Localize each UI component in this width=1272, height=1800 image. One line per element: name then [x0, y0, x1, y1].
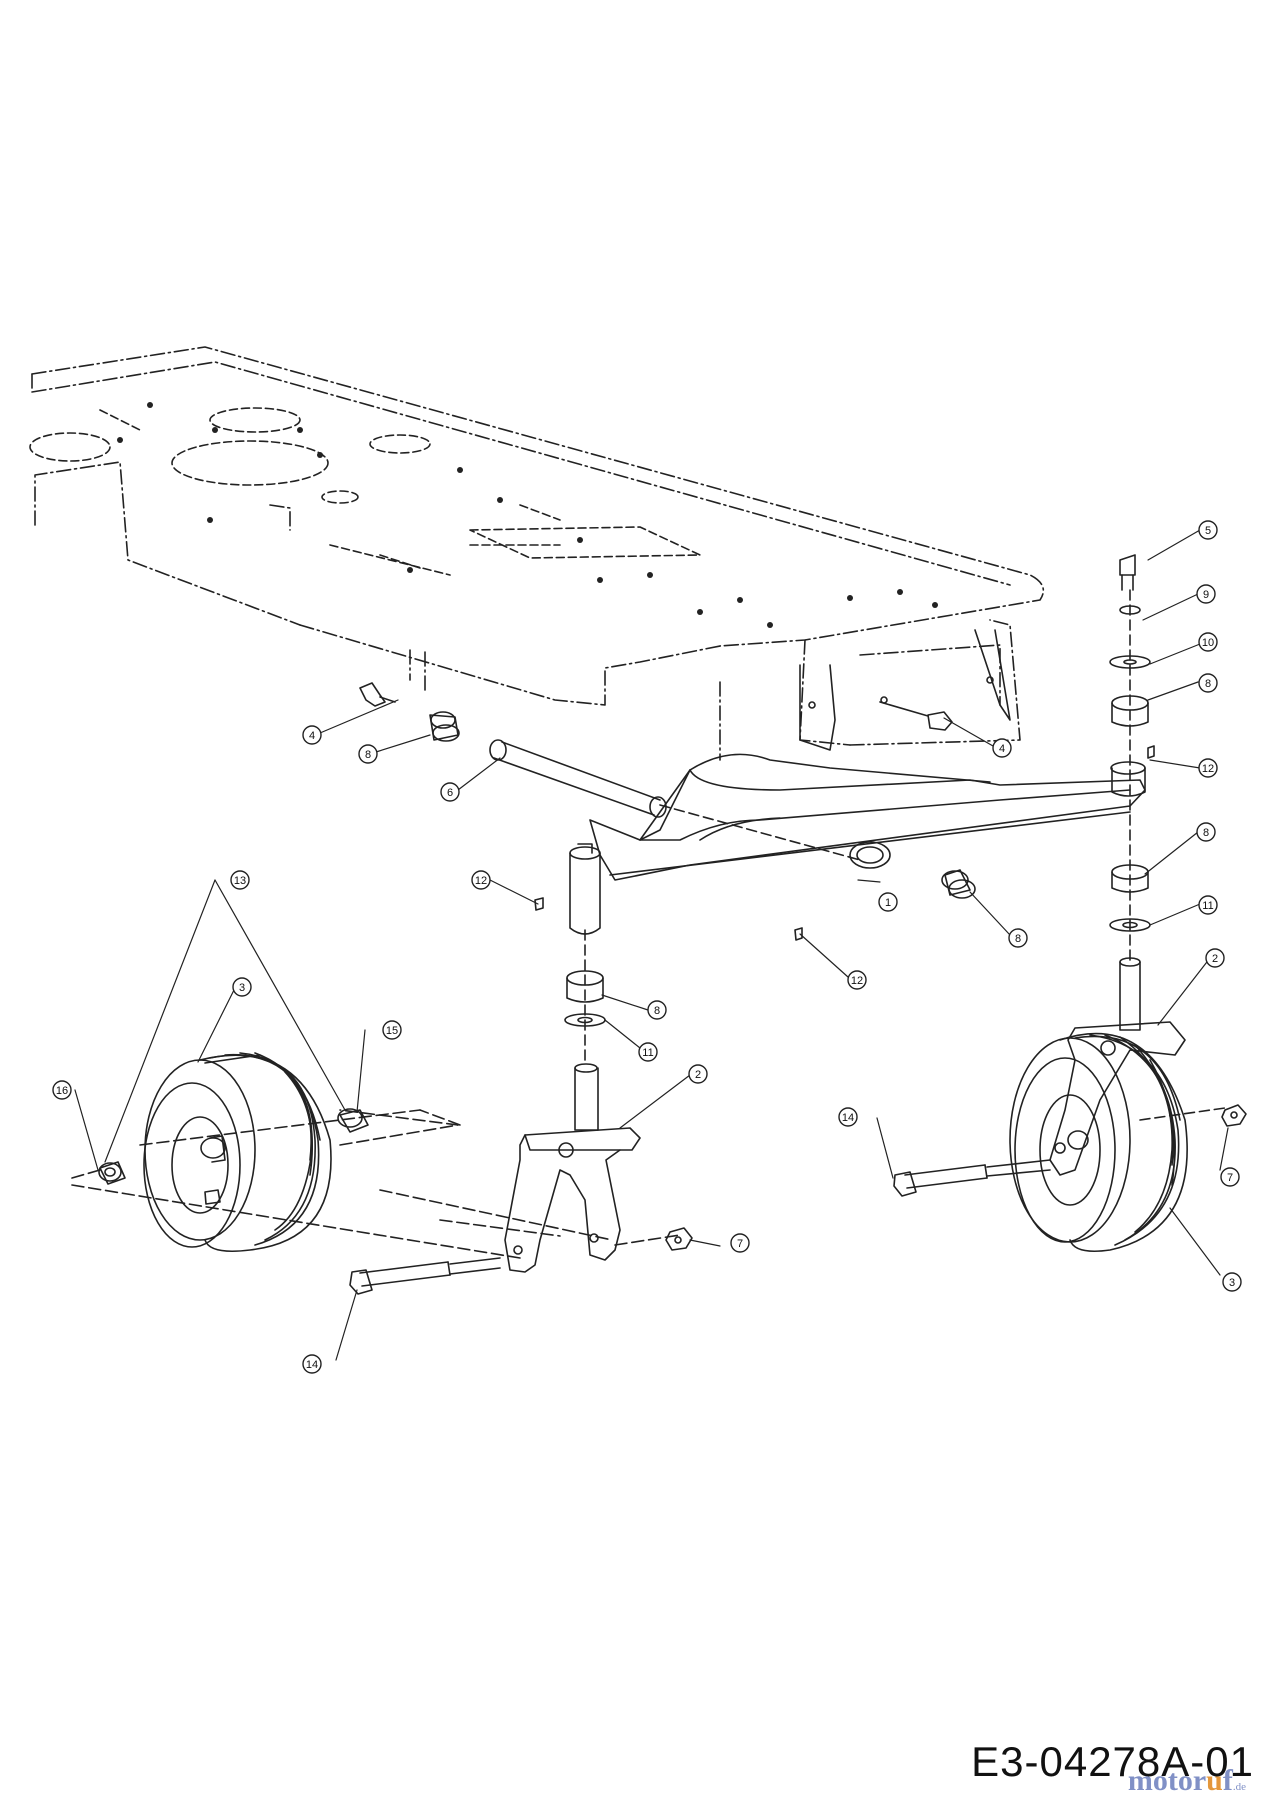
watermark-logo: motoruf.de: [1128, 1764, 1246, 1798]
svg-text:12: 12: [475, 875, 487, 887]
svg-text:8: 8: [654, 1005, 660, 1017]
watermark-part: u: [1206, 1764, 1223, 1797]
svg-text:15: 15: [386, 1025, 398, 1037]
svg-text:16: 16: [56, 1085, 68, 1097]
svg-text:2: 2: [695, 1069, 701, 1081]
svg-text:8: 8: [1015, 933, 1021, 945]
bolt-left: [359, 682, 396, 707]
callout-14: 14: [838, 1107, 858, 1127]
axle-pivot-line: [659, 804, 861, 861]
callout-1: 1: [878, 892, 898, 912]
svg-text:1: 1: [885, 897, 891, 909]
frame-plate-details: [29, 407, 701, 576]
drawing-number: E3-04278A-01: [971, 1738, 1254, 1785]
svg-text:12: 12: [1202, 763, 1214, 775]
svg-text:3: 3: [1229, 1277, 1235, 1289]
leader-lines: [74, 529, 1229, 1361]
right-wheel: [1009, 1032, 1188, 1253]
callout-3: 3: [1222, 1272, 1242, 1292]
left-nut: [665, 1227, 693, 1251]
svg-text:14: 14: [842, 1112, 854, 1124]
svg-text:2: 2: [1212, 953, 1218, 965]
svg-text:11: 11: [642, 1047, 653, 1059]
callout-2: 2: [1205, 948, 1225, 968]
callout-11: 11: [1198, 895, 1218, 915]
callout-7: 7: [730, 1233, 750, 1253]
callout-8: 8: [647, 1000, 667, 1020]
wheel-bushing-16: [98, 1161, 126, 1185]
callout-14: 14: [302, 1354, 322, 1374]
svg-text:8: 8: [1205, 678, 1211, 690]
callout-13: 13: [230, 870, 250, 890]
callout-12: 12: [471, 870, 491, 890]
watermark-part: f: [1222, 1764, 1233, 1797]
svg-text:11: 11: [1202, 900, 1213, 912]
callout-10: 10: [1198, 632, 1218, 652]
svg-text:7: 7: [737, 1238, 743, 1250]
svg-text:13: 13: [234, 875, 246, 887]
bushing-axle-right: [941, 869, 976, 899]
frame-plate: [31, 346, 1045, 761]
svg-text:4: 4: [309, 730, 315, 742]
svg-text:4: 4: [999, 743, 1005, 755]
callout-16: 16: [52, 1080, 72, 1100]
grease-fittings: [534, 745, 1155, 941]
svg-text:14: 14: [306, 1359, 318, 1371]
left-kingpin-stack: [564, 929, 606, 1066]
right-caster-fork: [1049, 957, 1186, 1176]
callout-8: 8: [1196, 822, 1216, 842]
watermark-part: motor: [1127, 1764, 1207, 1797]
pivot-pin: [489, 739, 667, 818]
callout-11: 11: [638, 1042, 658, 1062]
callout-15: 15: [382, 1020, 402, 1040]
left-wheel-axle-lines: [71, 1109, 681, 1259]
front-axle: [569, 753, 1146, 935]
watermark-tld: .de: [1232, 1781, 1246, 1793]
callout-12: 12: [1198, 758, 1218, 778]
right-kingpin-stack: [1109, 554, 1151, 961]
svg-text:8: 8: [365, 749, 371, 761]
callout-8: 8: [1008, 928, 1028, 948]
callout-5: 5: [1198, 520, 1218, 540]
svg-text:5: 5: [1205, 525, 1211, 537]
callout-7: 7: [1220, 1167, 1240, 1187]
svg-text:8: 8: [1203, 827, 1209, 839]
pivot-brackets: [799, 629, 1011, 751]
callouts: 5 9 10 8 12 8 11 2 4 4 8 6 12 1 8 12 8 1…: [52, 520, 1242, 1374]
svg-text:6: 6: [447, 787, 453, 799]
callout-3: 3: [232, 977, 252, 997]
callout-8: 8: [1198, 673, 1218, 693]
callout-4: 4: [302, 725, 322, 745]
left-axle-bolt: [349, 1257, 501, 1295]
callout-2: 2: [688, 1064, 708, 1084]
callout-12: 12: [847, 970, 867, 990]
callout-4: 4: [992, 738, 1012, 758]
svg-text:9: 9: [1203, 589, 1209, 601]
right-nut: [1221, 1104, 1247, 1127]
svg-text:3: 3: [239, 982, 245, 994]
callout-9: 9: [1196, 584, 1216, 604]
bolt-right: [879, 696, 953, 731]
left-wheel: [143, 1052, 332, 1253]
frame-plate-holes: [117, 402, 938, 628]
left-caster-fork: [504, 1063, 641, 1273]
svg-text:12: 12: [851, 975, 863, 987]
bushing-frame-left: [429, 711, 460, 742]
svg-text:10: 10: [1202, 637, 1214, 649]
svg-text:7: 7: [1227, 1172, 1233, 1184]
callout-6: 6: [440, 782, 460, 802]
callout-8: 8: [358, 744, 378, 764]
right-axle-bolt: [893, 1107, 1226, 1197]
